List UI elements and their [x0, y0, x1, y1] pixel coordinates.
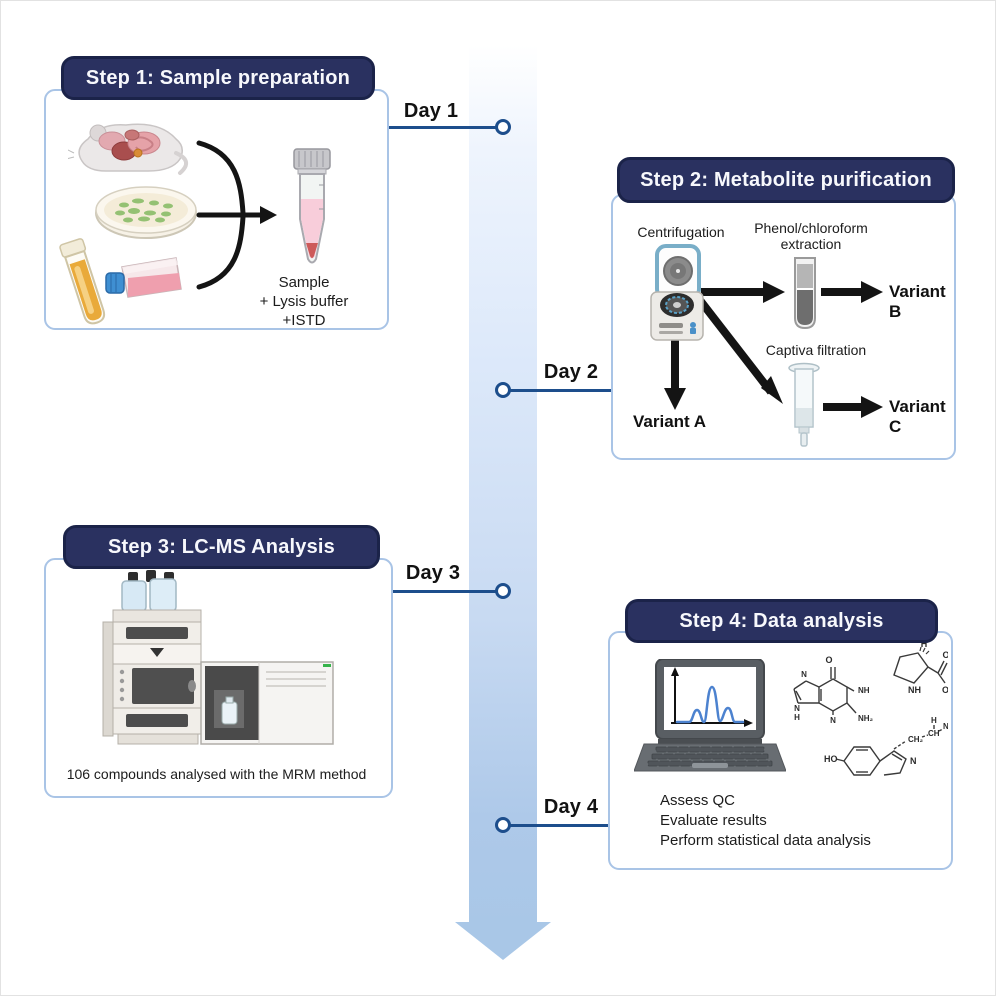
day-3-connector-line [391, 590, 497, 593]
atom-label: H [794, 713, 800, 722]
caption-line-2: + Lysis buffer [259, 293, 349, 310]
centrifuge-icon [650, 244, 704, 341]
petri-dish-icon [95, 186, 197, 239]
task-line-3: Perform statistical data analysis [660, 832, 871, 849]
atom-label: NH [858, 686, 870, 695]
step-2-title: Step 2: Metabolite purification [640, 168, 932, 191]
day-2-connector-line [509, 389, 611, 392]
sample-tube-icon [293, 148, 331, 264]
step-4-card: O N NH N H N NH₂ H O OH NH HO N CH₂ CH H… [608, 631, 953, 870]
converge-arrows-icon [196, 140, 277, 290]
sample-tube-caption: Sample + Lysis buffer +ISTD [224, 273, 384, 330]
day-4-label: Day 4 [543, 796, 599, 818]
day-2-label: Day 2 [543, 361, 599, 383]
atom-label: OH [942, 685, 948, 695]
day-3-label: Day 3 [405, 562, 461, 584]
mouse-icon [68, 123, 188, 175]
task-line-2: Evaluate results [660, 812, 767, 829]
atom-label: NH₂ [858, 714, 874, 723]
step-2-card: Centrifugation Phenol/chloroform extract… [611, 194, 956, 460]
variant-c-label: Variant C [889, 397, 946, 436]
step-2-flow-arrows [664, 281, 883, 418]
step-1-header: Step 1: Sample preparation [61, 56, 375, 100]
laptop-chromatogram-icon [634, 659, 786, 772]
variant-b-label: Variant B [889, 282, 946, 321]
atom-label: HO [824, 754, 838, 764]
caption-line-3: +ISTD [282, 312, 326, 329]
day-1-connector-line [389, 126, 497, 129]
step-2-header: Step 2: Metabolite purification [617, 157, 955, 203]
phenol-label-line-1: Phenol/chloroform [754, 220, 868, 236]
step-3-card: 106 compounds analysed with the MRM meth… [44, 558, 393, 798]
day-2-node [495, 382, 511, 398]
atom-label: O [825, 655, 832, 665]
atom-label: O [942, 650, 948, 660]
atom-label: N [910, 756, 917, 766]
lcms-instrument-icon [102, 570, 334, 745]
timeline-arrowhead [455, 922, 551, 960]
captiva-filtration-label: Captiva filtration [765, 342, 867, 358]
step-3-header: Step 3: LC-MS Analysis [63, 525, 380, 569]
atom-label: H [931, 716, 937, 725]
captiva-syringe-icon [788, 362, 820, 447]
metabolite-structures-icon: O N NH N H N NH₂ H O OH NH HO N CH₂ CH H… [793, 641, 948, 776]
timeline-arrow-band [469, 45, 537, 923]
centrifugation-label: Centrifugation [637, 224, 725, 240]
culture-flask-icon [105, 257, 182, 298]
day-1-label: Day 1 [403, 100, 459, 122]
blood-tube-icon [59, 238, 106, 325]
task-line-1: Assess QC [660, 792, 736, 809]
caption-line-1: Sample [278, 274, 330, 291]
variant-a-label: Variant A [633, 412, 707, 431]
phenol-label-line-2: extraction [780, 236, 842, 252]
step-1-card: Sample + Lysis buffer +ISTD [44, 89, 389, 330]
data-analysis-tasks: Assess QC Evaluate results Perform stati… [660, 791, 940, 851]
atom-label: H [921, 641, 928, 649]
step-4-title: Step 4: Data analysis [679, 609, 884, 632]
atom-label: N [801, 670, 807, 679]
atom-label: CH₂ [908, 735, 924, 744]
step-4-header: Step 4: Data analysis [625, 599, 938, 643]
day-3-node [495, 583, 511, 599]
atom-label: NH₃ [943, 722, 948, 731]
atom-label: NH [908, 685, 921, 695]
atom-label: N [830, 716, 836, 725]
step-1-title: Step 1: Sample preparation [85, 66, 351, 89]
day-4-node [495, 817, 511, 833]
step-3-title: Step 3: LC-MS Analysis [107, 535, 336, 558]
phenol-tube-icon [794, 257, 816, 330]
atom-label: CH [928, 729, 940, 738]
lcms-caption: 106 compounds analysed with the MRM meth… [66, 766, 367, 782]
day-1-node [495, 119, 511, 135]
day-4-connector-line [509, 824, 608, 827]
atom-label: N [794, 704, 800, 713]
phenol-extraction-label: Phenol/chloroform extraction [741, 220, 881, 252]
